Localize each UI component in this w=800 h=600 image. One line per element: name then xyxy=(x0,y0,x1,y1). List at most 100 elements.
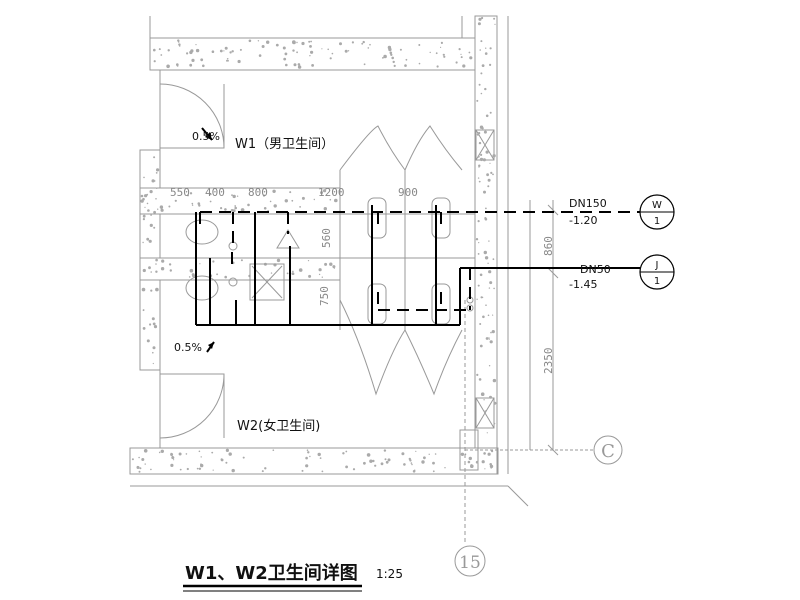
hatch-speck xyxy=(429,51,431,54)
hatch-speck xyxy=(478,17,482,21)
hatch-speck xyxy=(142,218,145,221)
hatch-speck xyxy=(484,256,489,260)
hatch-speck xyxy=(393,64,396,67)
hatch-speck xyxy=(460,452,465,456)
hatch-speck xyxy=(150,214,152,216)
hatch-speck xyxy=(171,456,175,460)
hatch-speck xyxy=(488,337,490,339)
urinal xyxy=(276,229,300,249)
hatch-speck xyxy=(186,52,189,55)
horizontal-dimensions: 550 400 800 1200 900 xyxy=(170,186,418,199)
hatch-speck xyxy=(292,270,294,273)
hatch-speck xyxy=(197,202,201,205)
hatch-speck xyxy=(479,344,483,348)
hatch-speck xyxy=(142,309,145,311)
hatch-speck xyxy=(476,373,479,376)
hatch-speck xyxy=(347,50,350,52)
hatch-speck xyxy=(234,205,237,207)
hatch-speck xyxy=(285,63,288,67)
hatch-speck xyxy=(334,198,338,203)
hatch-speck xyxy=(231,468,235,473)
hatch-speck xyxy=(488,270,492,274)
hatch-speck xyxy=(366,453,371,457)
hatch-speck xyxy=(224,46,228,50)
hatch-speck xyxy=(301,196,305,200)
hatch-speck xyxy=(264,467,267,470)
hatch-speck xyxy=(177,41,180,43)
hatch-speck xyxy=(228,452,232,456)
hatch-speck xyxy=(345,465,348,469)
hatch-speck xyxy=(231,194,233,197)
hatch-speck xyxy=(477,22,481,26)
hatch-speck xyxy=(385,460,389,464)
hatch-speck xyxy=(263,207,267,210)
pipe-tag-j: J 1 xyxy=(639,254,675,290)
hatch-speck xyxy=(389,51,393,55)
hatch-speck xyxy=(198,450,201,453)
hatch-speck xyxy=(296,41,298,44)
hatch-speck xyxy=(484,52,488,55)
hatch-speck xyxy=(486,173,489,177)
hatch-speck xyxy=(155,263,157,265)
hatch-speck xyxy=(494,23,496,25)
hatch-speck xyxy=(153,48,156,52)
hatch-speck xyxy=(230,209,234,212)
hatch-speck xyxy=(399,48,402,51)
hatch-speck xyxy=(382,57,384,59)
slope-arrows xyxy=(201,127,215,353)
hatch-speck xyxy=(331,52,334,55)
hatch-speck xyxy=(404,64,407,67)
hatch-speck xyxy=(443,55,446,58)
hatch-speck xyxy=(477,155,480,158)
hatch-speck xyxy=(487,185,490,188)
hatch-speck xyxy=(292,273,295,275)
pipes xyxy=(195,205,640,326)
hatch-speck xyxy=(284,52,288,56)
hatch-speck xyxy=(301,41,305,46)
hatch-speck xyxy=(153,156,156,159)
hatch-speck xyxy=(329,57,332,60)
hatch-speck xyxy=(476,298,478,300)
hatch-speck xyxy=(160,54,163,56)
hatch-speck xyxy=(150,271,152,273)
hatch-speck xyxy=(299,206,301,208)
hatch-speck xyxy=(297,65,302,69)
hatch-speck xyxy=(272,189,276,193)
hatch-speck xyxy=(342,452,345,455)
hatch-speck xyxy=(440,46,442,49)
hatch-speck xyxy=(367,47,370,49)
hatch-speck xyxy=(489,63,492,66)
hatch-speck xyxy=(292,49,295,52)
hatch-speck xyxy=(332,265,336,269)
hatch-speck xyxy=(220,458,223,461)
hatch-speck xyxy=(317,452,321,457)
hatch-speck xyxy=(344,49,348,53)
hatch-speck xyxy=(487,262,489,264)
window-lower xyxy=(475,397,495,429)
hatch-speck xyxy=(483,190,486,194)
hatch-speck xyxy=(266,40,270,44)
hatch-speck xyxy=(142,241,144,244)
hatch-speck xyxy=(143,176,145,179)
hatch-speck xyxy=(492,154,496,158)
hatch-speck xyxy=(160,208,164,212)
hatch-speck xyxy=(380,462,384,466)
hatch-speck xyxy=(480,92,483,95)
hatch-speck xyxy=(401,452,405,456)
basin-upper xyxy=(185,219,219,245)
hatch-speck xyxy=(152,351,154,354)
hatch-speck xyxy=(273,204,277,208)
hatch-speck xyxy=(483,130,487,134)
hatch-speck xyxy=(384,458,387,461)
hatch-speck xyxy=(361,42,364,45)
hatch-speck xyxy=(492,378,497,383)
hatch-speck xyxy=(161,259,165,263)
hatch-speck xyxy=(458,48,461,51)
hatch-speck xyxy=(189,192,193,195)
doors xyxy=(159,83,225,439)
pipe-size-w: DN150 xyxy=(569,197,607,210)
hatch-speck xyxy=(158,48,161,51)
hatch-speck xyxy=(262,194,266,197)
dim-v-right-1: 860 xyxy=(542,236,555,256)
